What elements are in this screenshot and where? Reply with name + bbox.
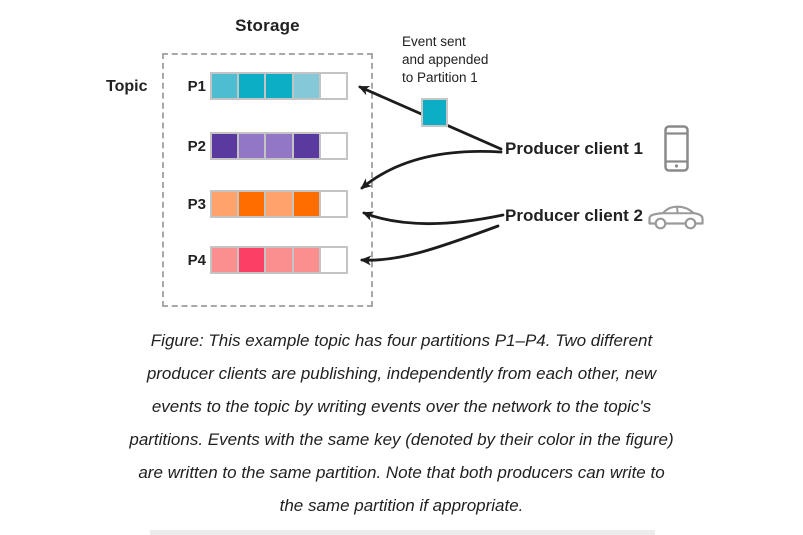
storage-label: Storage: [235, 16, 300, 35]
caption-line: partitions. Events with the same key (de…: [129, 430, 674, 449]
partition-row-p3: [210, 190, 348, 218]
arrow-producer2-to-p4: [360, 224, 500, 266]
partition-label-p2: P2: [187, 138, 206, 155]
caption-line: are written to the same partition. Note …: [138, 463, 665, 482]
arrow-producer2-to-p3: [362, 211, 505, 226]
producer-client-1-label: Producer client 1: [505, 139, 643, 158]
partition-label-p4: P4: [187, 252, 206, 269]
event-cell: [239, 74, 265, 98]
event-cell-empty: [320, 134, 347, 158]
event-cell: [293, 248, 319, 272]
event-cell: [212, 74, 238, 98]
event-square: [421, 98, 448, 127]
event-cell: [239, 192, 265, 216]
event-annotation: Event sent and appended to Partition 1: [402, 33, 488, 87]
event-annotation-line: and appended: [402, 52, 489, 67]
event-cell: [212, 192, 238, 216]
event-cell-empty: [320, 74, 347, 98]
event-cell: [266, 248, 292, 272]
event-cell: [212, 248, 238, 272]
event-cell: [239, 248, 265, 272]
partition-row-p4: [210, 246, 348, 274]
partition-label-p3: P3: [187, 196, 206, 213]
event-annotation-line: Event sent: [402, 34, 466, 49]
producer-client-2-label: Producer client 2: [505, 206, 643, 225]
arrow-producer1-to-p3: [360, 150, 503, 190]
figure-caption: Figure: This example topic has four part…: [0, 324, 803, 522]
event-cell: [293, 192, 319, 216]
topic-label: Topic: [106, 78, 148, 95]
caption-line: the same partition if appropriate.: [279, 496, 524, 515]
event-cell: [266, 134, 292, 158]
caption-line: events to the topic by writing events ov…: [151, 397, 652, 416]
caption-line: producer clients are publishing, indepen…: [146, 364, 657, 383]
caption-line: Figure: This example topic has four part…: [150, 331, 653, 350]
event-cell: [239, 134, 265, 158]
event-cell-empty: [320, 192, 347, 216]
event-cell: [293, 74, 319, 98]
car-icon: [646, 199, 706, 237]
event-cell: [266, 192, 292, 216]
event-cell: [293, 134, 319, 158]
event-cell-empty: [320, 248, 347, 272]
event-cell: [266, 74, 292, 98]
event-annotation-line: to Partition 1: [402, 70, 478, 85]
partition-row-p1: [210, 72, 348, 100]
event-cell: [212, 134, 238, 158]
partition-row-p2: [210, 132, 348, 160]
section-divider: [150, 530, 655, 535]
smartphone-icon: [664, 125, 689, 177]
partition-label-p1: P1: [187, 78, 206, 95]
